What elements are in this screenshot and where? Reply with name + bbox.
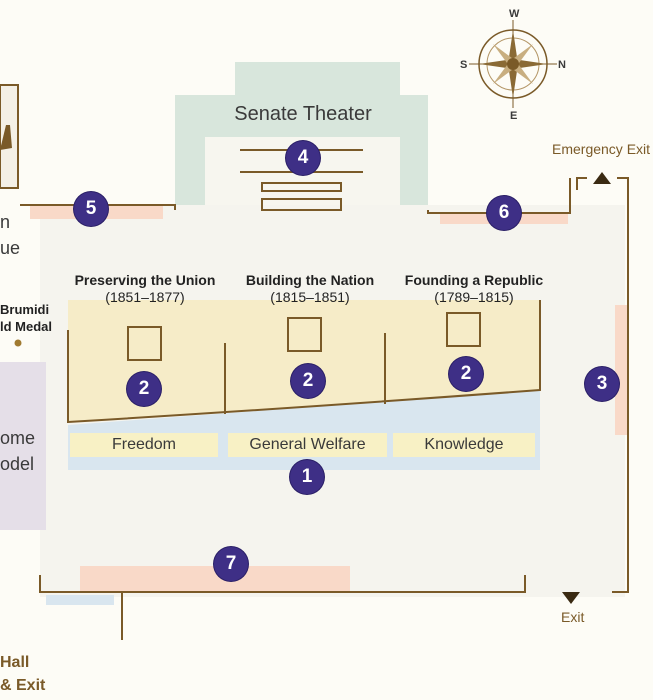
statue-label-line1: n (0, 212, 11, 232)
hall-exit-label-line1: Hall (0, 654, 30, 671)
compass-rose-icon (469, 20, 557, 108)
theme-band-freedom: Freedom (70, 433, 218, 457)
gallery-years-nation: (1815–1851) (270, 289, 350, 305)
blue-bottom (46, 595, 114, 605)
marker-6[interactable]: 6 (487, 196, 521, 230)
marker-7[interactable]: 7 (214, 547, 248, 581)
gallery-title-nation: Building the Nation (245, 272, 375, 288)
gallery-walls (67, 300, 541, 424)
theme-band-knowledge: Knowledge (393, 433, 535, 457)
marker-3[interactable]: 3 (585, 367, 619, 401)
display-cases (127, 312, 481, 361)
gallery-years-republic: (1789–1815) (434, 289, 514, 305)
senate-theater-label: Senate Theater (234, 103, 372, 125)
gallery-years-union: (1851–1877) (105, 289, 185, 305)
marker-2-union[interactable]: 2 (127, 372, 161, 406)
compass-e-label: E (510, 110, 518, 122)
compass-s-label: S (460, 59, 468, 71)
marker-2-republic[interactable]: 2 (449, 357, 483, 391)
emergency-exit-arrow-icon (593, 172, 611, 184)
gallery-title-republic: Founding a Republic (404, 272, 544, 288)
emergency-exit-label: Emergency Exit (552, 141, 651, 157)
bell-icon (0, 125, 12, 150)
theme-band-general-welfare: General Welfare (228, 433, 387, 457)
hall-exit-label-line2: & Exit (0, 677, 46, 694)
model-label-line2: odel (0, 454, 35, 474)
marker-1[interactable]: 1 (290, 460, 324, 494)
marker-5[interactable]: 5 (74, 192, 108, 226)
medal-label-line2: ld Medal (0, 319, 53, 334)
compass-n-label: N (558, 59, 566, 71)
medal-dot-icon (14, 339, 22, 347)
gallery-region (68, 300, 540, 422)
exit-label: Exit (561, 609, 585, 625)
compass-w-label: W (509, 8, 520, 20)
exit-arrow-icon (562, 592, 580, 604)
medal-label-line1: Brumidi (0, 302, 50, 317)
statue-label-line2: ue (0, 238, 21, 258)
model-area (0, 362, 46, 530)
accent-east (615, 305, 628, 435)
model-label-line1: ome (0, 428, 36, 448)
gallery-title-union: Preserving the Union (74, 272, 216, 288)
theater-walls (20, 149, 629, 640)
marker-4[interactable]: 4 (286, 141, 320, 175)
marker-2-nation[interactable]: 2 (291, 364, 325, 398)
